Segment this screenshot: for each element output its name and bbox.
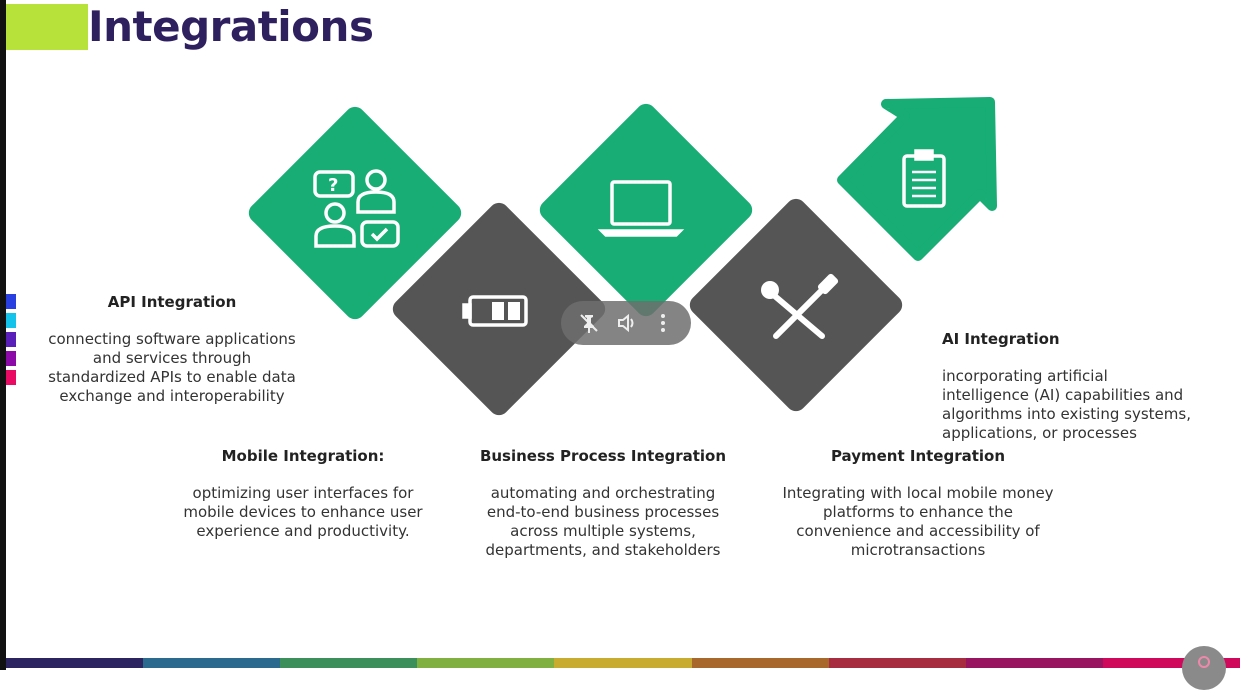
zoom-button[interactable] [1182,646,1226,690]
swatch [6,351,16,366]
slide-title: Integrations [88,2,374,51]
title-accent-block [6,4,88,50]
volume-icon[interactable] [614,311,638,335]
footer-segment [554,658,692,668]
laptop-icon [597,180,685,237]
footer-color-bar [6,658,1240,668]
footer-segment [691,658,829,668]
diamond-payment [689,198,903,412]
item-text: applications, or processes [942,424,1137,442]
battery-icon [462,295,528,327]
item-text: exchange and interoperability [59,387,285,405]
item-text: standardized APIs to enable data [48,368,296,386]
item-ai: AI Integration incorporating artificial … [942,330,1202,443]
item-text: mobile devices to enhance user [183,503,423,521]
people-chat-icon: ? [313,169,400,248]
footer-segment [417,658,555,668]
footer-segment [1102,658,1240,668]
diagram: ? [248,97,997,416]
item-text: convenience and accessibility of [796,522,1040,540]
footer-segment [6,658,144,668]
item-text: intelligence (AI) capabilities and [942,386,1184,404]
item-text: microtransactions [850,541,986,559]
item-title: AI Integration [942,330,1060,348]
item-title: Business Process Integration [479,447,727,465]
swatch [6,294,16,309]
diamond-api [248,106,462,320]
svg-text:?: ? [328,175,338,196]
item-text: automating and orchestrating [490,484,716,502]
swatch [6,370,16,385]
swatch [6,313,16,328]
more-options-icon[interactable] [651,311,675,335]
item-text: end-to-end business processes [486,503,720,521]
item-text: across multiple systems, [510,522,696,540]
diamond-business [539,103,753,317]
video-controls [561,301,691,345]
footer-segment [143,658,281,668]
swatch [6,332,16,347]
tools-icon [761,273,839,339]
item-title: API Integration [107,293,237,311]
color-swatches [6,294,16,389]
item-api: API Integration connecting software appl… [40,293,304,406]
clipboard-icon [902,149,946,208]
item-text: platforms to enhance the [823,503,1013,521]
footer-segment [280,658,418,668]
item-text: optimizing user interfaces for [192,484,414,502]
unpin-icon[interactable] [577,311,601,335]
window-edge [0,0,6,670]
item-text: connecting software applications [48,330,296,348]
item-text: and services through [92,349,252,367]
item-text: incorporating artificial [942,367,1108,385]
item-title: Mobile Integration: [221,447,385,465]
item-business: Business Process Integration automating … [472,447,734,560]
item-text: Integrating with local mobile money [782,484,1054,502]
footer-segment [828,658,966,668]
item-mobile: Mobile Integration: optimizing user inte… [172,447,434,541]
item-text: experience and productivity. [196,522,410,540]
item-text: departments, and stakeholders [485,541,721,559]
item-title: Payment Integration [830,447,1006,465]
item-text: algorithms into existing systems, [942,405,1191,423]
footer-segment [965,658,1103,668]
item-payment: Payment Integration Integrating with loc… [770,447,1066,560]
zoom-icon [1198,656,1210,668]
